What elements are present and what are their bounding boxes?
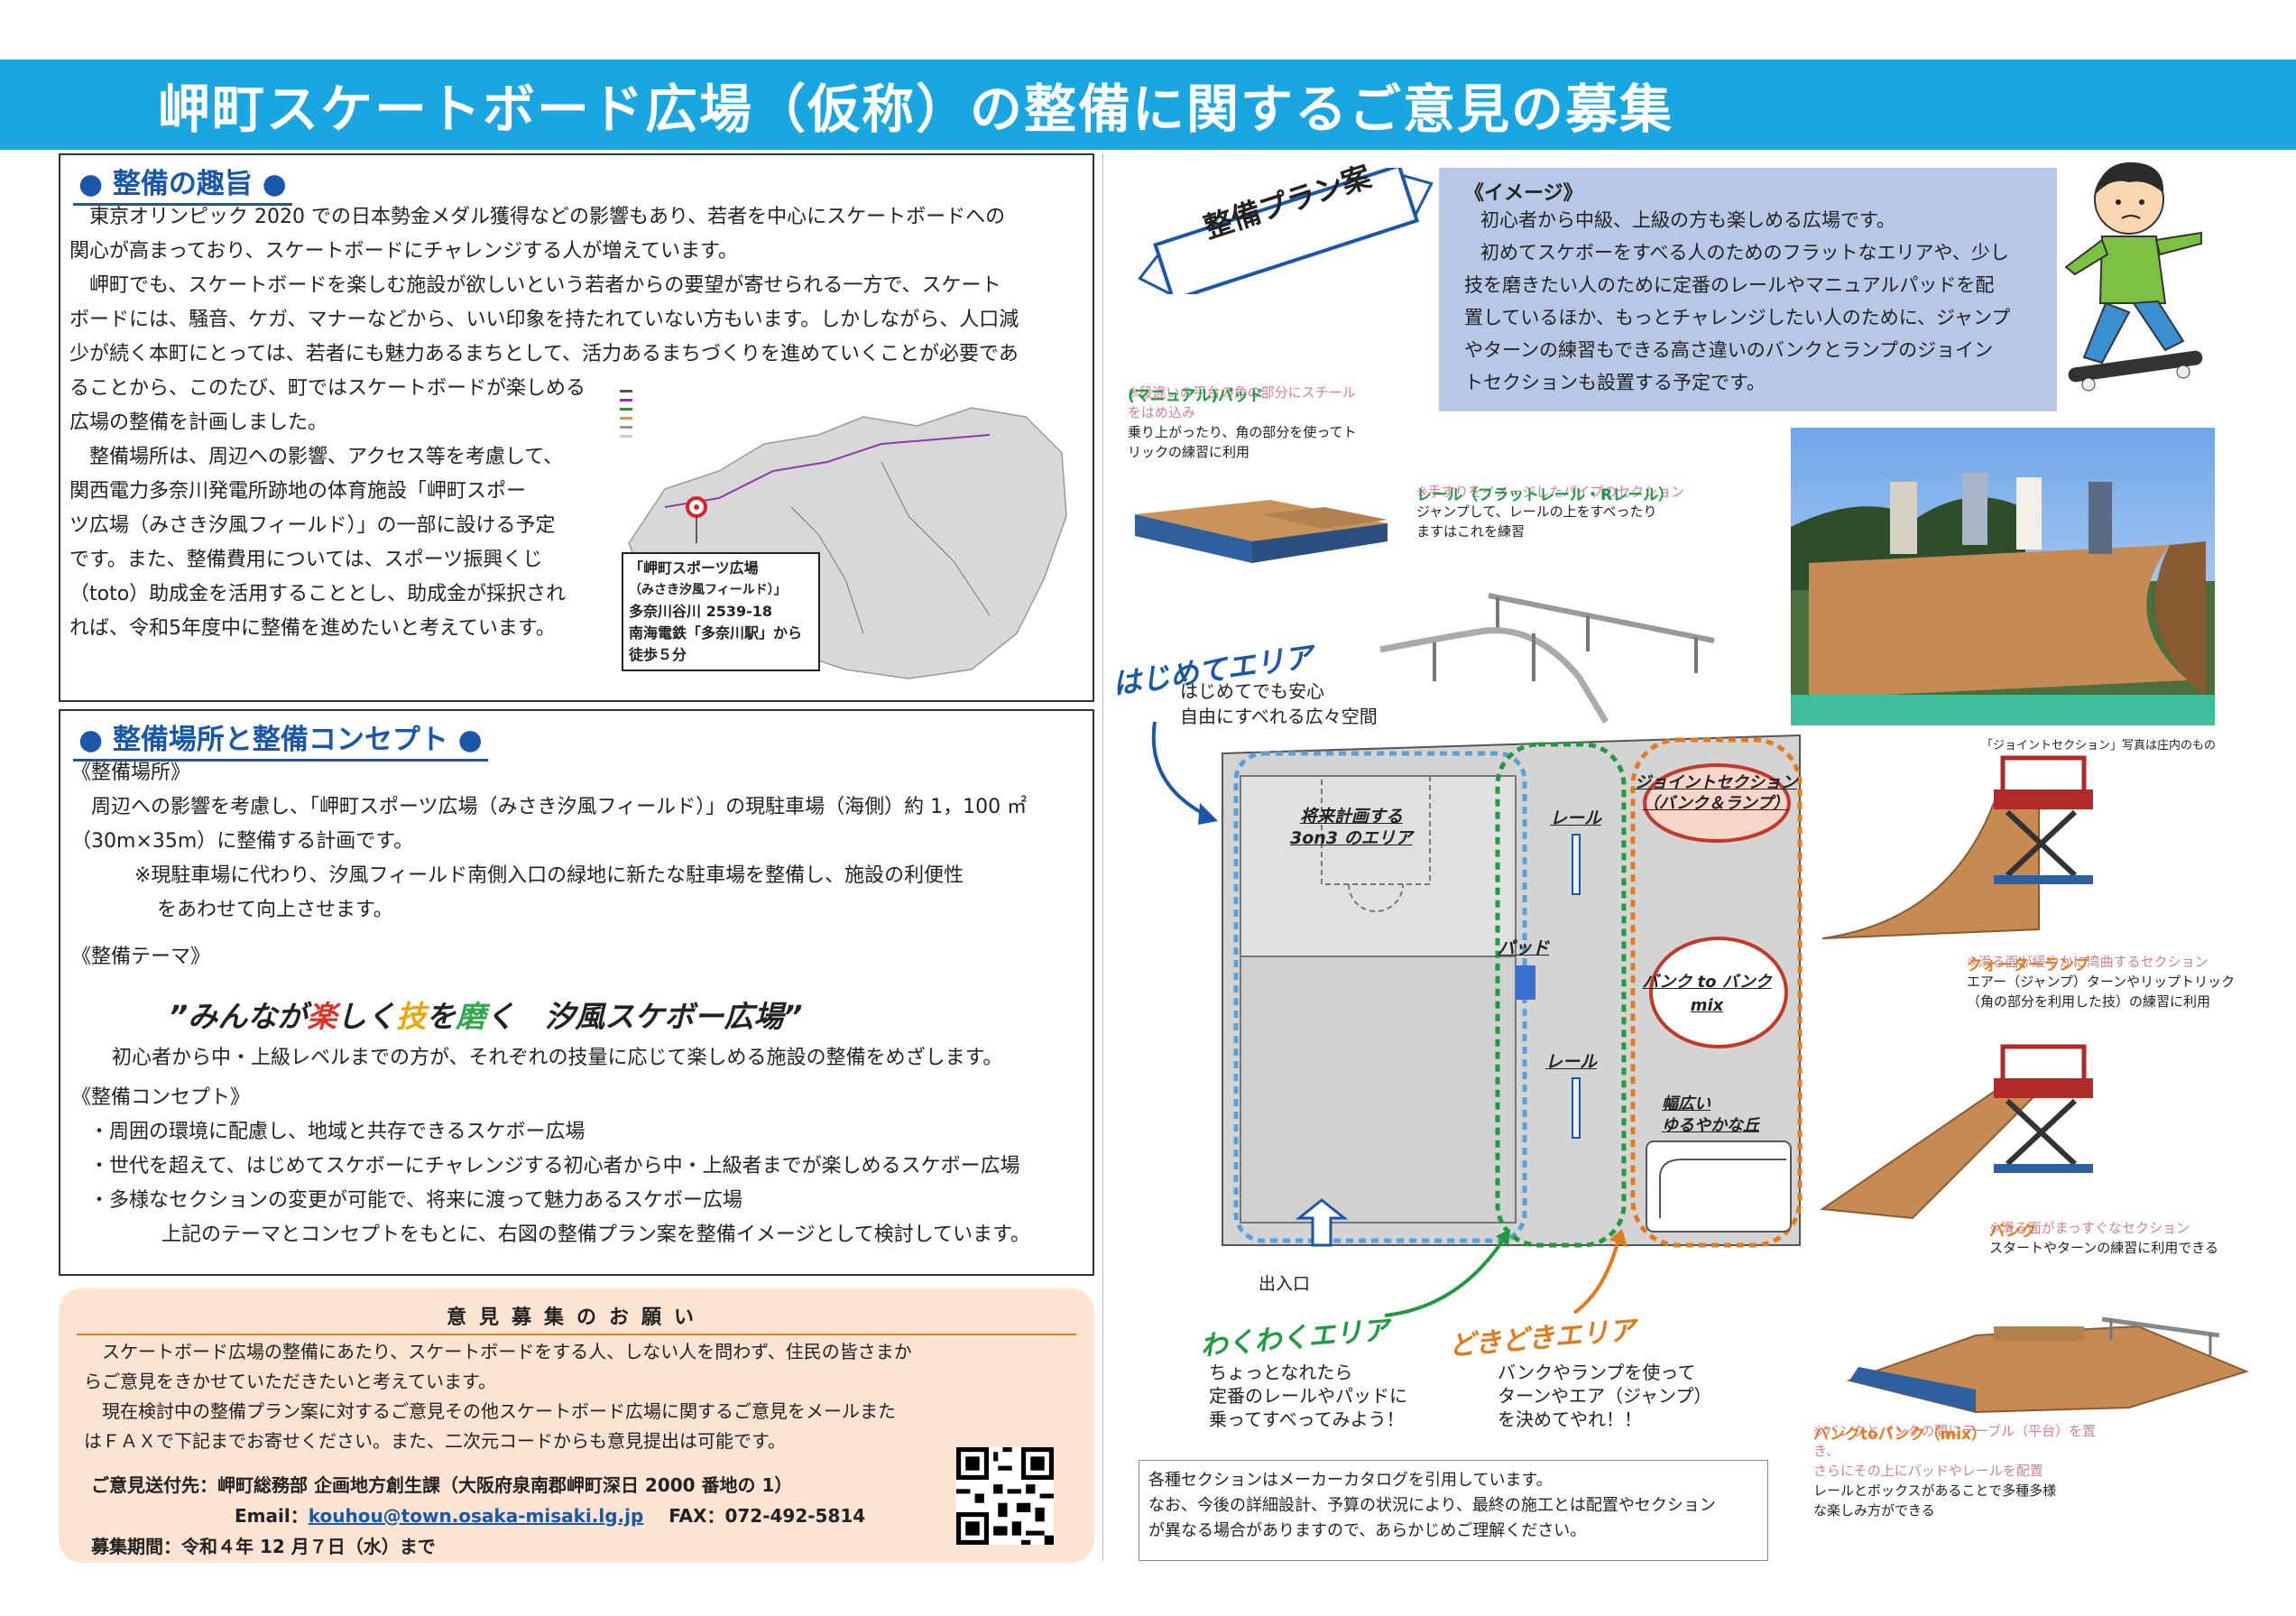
wakuwaku-area-desc: ちょっとなれたら定番のレールやパッドに乗ってすべってみよう！	[1209, 1362, 1407, 1430]
dokidoki-area-desc: バンクやランプを使ってターンやエア（ジャンプ）を決めてやれ！！	[1498, 1362, 1712, 1430]
bank-to-bank-info: バンクtoバンク（mix） ※バンクとバンクの間にテーブル（平台）を置き、 さら…	[1813, 1423, 2097, 1519]
entrance-label: 出入口	[1259, 1274, 1311, 1294]
wakuwaku-area-label: わくわくエリア	[1199, 1314, 1391, 1363]
map-callout: 「岬町スポーツ広場 （みさき汐風フィールド）」 多奈川谷川 2539-18 南海…	[622, 552, 820, 671]
rail-image	[1379, 593, 1715, 724]
rail-label-bottom: レール	[1545, 1052, 1598, 1072]
fax-number: FAX：072-492-5814	[669, 1505, 866, 1527]
bullet-icon: ●	[457, 724, 483, 756]
joint-section-photo	[1791, 428, 2215, 725]
hajimete-area-desc: はじめてでも安心 自由にすべれる広々空間	[1180, 680, 1378, 727]
photo-caption: 「ジョイントセクション」写真は庄内のもの	[1981, 739, 2217, 753]
arrow-icon	[1151, 721, 1218, 825]
bank-to-bank-image	[1846, 1316, 2249, 1414]
theme-sub-heading: 《整備テーマ》	[71, 946, 211, 968]
purpose-text-narrow: ることから、このたび、町ではスケートボードが楽しめる 広場の整備を計画しました。…	[69, 377, 586, 640]
request-contact: Email：kouhou@town.osaka-misaki.lg.jp FAX…	[235, 1505, 866, 1527]
green-arrow-icon	[1384, 1229, 1510, 1317]
place-heading: ● 整備場所と整備コンセプト ●	[73, 716, 488, 762]
rail-info: レール（フラットレール・Rレール） ※手すりをイメージしたパイプのセクション ジ…	[1416, 484, 1685, 540]
wide-slope-label: 幅広いゆるやかな丘	[1662, 1094, 1759, 1135]
title-bar: 岬町スケートボード広場（仮称）の整備に関するご意見の募集	[0, 60, 2296, 150]
place-body: 《整備場所》 周辺への影響を考慮し、「岬町スポーツ広場（みさき汐風フィールド）」…	[71, 756, 1086, 974]
request-section: 意見募集のお願い スケートボード広場の整備にあたり、スケートボードをする人、しな…	[59, 1288, 1094, 1563]
image-heading: 《イメージ》	[1464, 182, 1583, 205]
bank-image	[1820, 1044, 2093, 1220]
footnote-box: 各種セクションはメーカーカタログを引用しています。 なお、今後の詳細設計、予算の…	[1139, 1460, 1768, 1561]
quarter-ramp-info: クォーターランプ ※滑る面が緩やかに湾曲するセクション エアー（ジャンプ）ターン…	[1967, 954, 2236, 1010]
bullet-icon: ●	[262, 168, 287, 200]
concept-body: 初心者から中・上級レベルまでの方が、それぞれの技量に応じて楽しめる施設の整備をめ…	[71, 1041, 1086, 1252]
pad-label: パッド	[1498, 938, 1550, 958]
request-body: スケートボード広場の整備にあたり、スケートボードをする人、しない人を問わず、住民…	[84, 1341, 912, 1452]
theme-slogan: ”みんなが楽しく技を磨く 汐風スケボー広場”	[169, 999, 803, 1034]
manual-pad-info: (マニュアル)パッド ※段違いの平台の角の部分にスチール をはめ込み 乗り上がっ…	[1128, 384, 1357, 460]
column-divider	[1102, 153, 1103, 1561]
purpose-text-full: 東京オリンピック 2020 での日本勢金メダル獲得などの影響もあり、若者を中心に…	[69, 206, 1019, 365]
orange-arrow-icon	[1572, 1229, 1627, 1315]
rail-label-top: レール	[1550, 808, 1602, 828]
plan-ribbon	[1138, 168, 1434, 294]
qr-code-icon[interactable]	[956, 1447, 1054, 1545]
place-sub-heading: 《整備場所》	[71, 762, 191, 784]
request-heading: 意見募集のお願い	[446, 1307, 706, 1329]
bullet-icon: ●	[78, 724, 104, 756]
purpose-section: ● 整備の趣旨 ● 東京オリンピック 2020 での日本勢金メダル獲得などの影響…	[59, 153, 1094, 702]
bullet-icon: ●	[78, 168, 104, 200]
request-destination: ご意見送付先：岬町総務部 企画地方創生課（大阪府泉南郡岬町深日 2000 番地の…	[91, 1474, 793, 1496]
image-text: 初心者から中級、上級の方も楽しめる広場です。 初めてスケボーをすべる人のためのフ…	[1464, 209, 2011, 393]
request-period: 募集期間：令和４年 12 月７日（水）まで	[91, 1536, 436, 1557]
email-link[interactable]: kouhou@town.osaka-misaki.lg.jp	[308, 1505, 644, 1527]
purpose-heading: ● 整備の趣旨 ●	[73, 161, 292, 206]
concept-sub-heading: 《整備コンセプト》	[71, 1086, 251, 1109]
place-section: ● 整備場所と整備コンセプト ● 《整備場所》 周辺への影響を考慮し、「岬町スポ…	[59, 709, 1094, 1276]
skater-illustration	[2064, 162, 2203, 392]
page-title: 岬町スケートボード広場（仮称）の整備に関するご意見の募集	[158, 78, 1674, 140]
manual-pad-image	[1135, 500, 1388, 563]
image-description-box: 《イメージ》 初心者から中級、上級の方も楽しめる広場です。 初めてスケボーをすべ…	[1439, 168, 2057, 411]
plan-diagram	[1222, 734, 1803, 1248]
divider	[77, 1334, 1076, 1335]
joint-section-label: ジョイントセクション（バンク＆ランプ）	[1635, 773, 1797, 813]
bank-info: バンク ※滑る面がまっすぐなセクション スタートやターンの練習に利用できる	[1989, 1220, 2218, 1256]
quarter-ramp-image	[1821, 755, 2093, 939]
